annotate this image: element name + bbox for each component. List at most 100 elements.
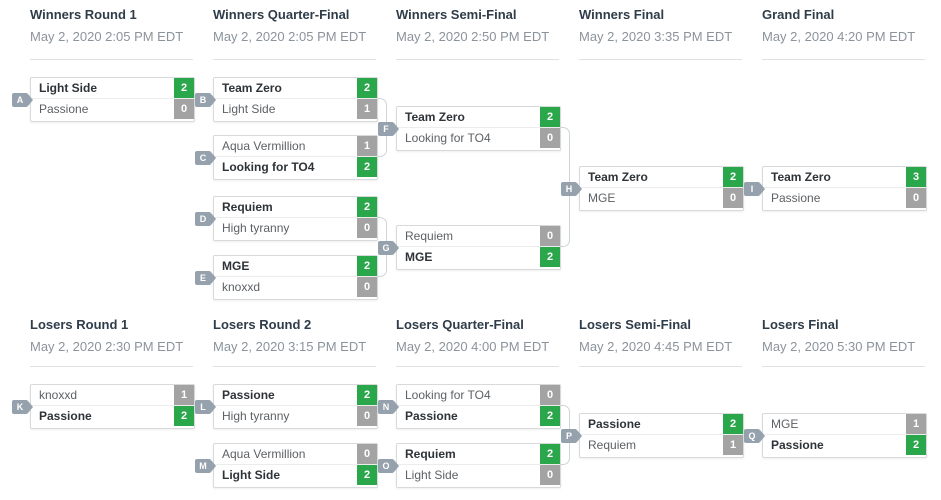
score-badge: 2 — [540, 107, 560, 127]
match-identifier-badge: M — [195, 458, 216, 473]
team-name: Passione — [588, 417, 641, 431]
connector-o-p — [559, 434, 570, 465]
team-row: Passione 2 — [31, 405, 194, 426]
round-divider — [762, 59, 925, 60]
match-identifier-badge: A — [12, 92, 33, 107]
round-date: May 2, 2020 2:05 PM EDT — [30, 29, 184, 44]
team-row: Team Zero 2 — [397, 107, 560, 127]
match-g[interactable]: G Requiem 0 MGE 2 — [378, 225, 561, 270]
team-row: Requiem 2 — [397, 444, 560, 464]
team-name: Requiem — [222, 200, 273, 214]
team-name: Passione — [405, 409, 458, 423]
team-name: Requiem — [405, 447, 456, 461]
score-badge: 2 — [174, 78, 194, 98]
match-n[interactable]: N Looking for TO4 0 Passione 2 — [378, 384, 561, 429]
score-badge: 2 — [357, 197, 377, 217]
score-badge: 2 — [357, 385, 377, 405]
match-a[interactable]: A Light Side 2 Passione 0 — [12, 77, 195, 122]
team-row: Aqua Vermillion 1 — [214, 136, 377, 156]
team-row: High tyranny 0 — [214, 217, 377, 238]
team-row: Team Zero 3 — [763, 167, 926, 187]
match-h[interactable]: H Team Zero 2 MGE 0 — [561, 166, 744, 211]
score-badge: 1 — [723, 435, 743, 455]
team-row: MGE 2 — [397, 246, 560, 267]
match-identifier-badge: D — [195, 211, 216, 226]
match-c[interactable]: C Aqua Vermillion 1 Looking for TO4 2 — [195, 135, 378, 180]
team-row: Looking for TO4 0 — [397, 385, 560, 405]
team-name: Team Zero — [588, 170, 648, 184]
match-m[interactable]: M Aqua Vermillion 0 Light Side 2 — [195, 443, 378, 488]
score-badge: 2 — [906, 435, 926, 455]
connector-f-h — [559, 127, 570, 188]
team-name: Passione — [222, 388, 275, 402]
team-name: Passione — [771, 191, 821, 205]
match-identifier-badge: K — [12, 399, 33, 414]
team-name: Passione — [771, 438, 824, 452]
team-name: Requiem — [405, 229, 454, 243]
score-badge: 0 — [540, 128, 560, 148]
header-winners-semi-final: Winners Semi-Final May 2, 2020 2:50 PM E… — [396, 7, 559, 44]
team-name: MGE — [588, 191, 616, 205]
round-title: Losers Final — [762, 317, 839, 332]
score-badge: 2 — [357, 256, 377, 276]
score-badge: 2 — [357, 465, 377, 485]
team-name: Passione — [39, 102, 89, 116]
round-date: May 2, 2020 4:00 PM EDT — [396, 339, 550, 354]
score-badge: 1 — [906, 414, 926, 434]
score-badge: 2 — [723, 414, 743, 434]
match-l[interactable]: L Passione 2 High tyranny 0 — [195, 384, 378, 429]
connector-b-f — [376, 98, 387, 128]
header-losers-quarter-final: Losers Quarter-Final May 2, 2020 4:00 PM… — [396, 317, 559, 354]
round-divider — [30, 59, 193, 60]
match-identifier-badge: L — [195, 399, 216, 414]
team-name: Team Zero — [405, 110, 465, 124]
round-date: May 2, 2020 2:50 PM EDT — [396, 29, 550, 44]
team-row: knoxxd 1 — [31, 385, 194, 405]
match-o[interactable]: O Requiem 2 Light Side 0 — [378, 443, 561, 488]
match-identifier-badge: B — [195, 92, 216, 107]
match-identifier-badge: P — [561, 428, 582, 443]
team-row: MGE 2 — [214, 256, 377, 276]
team-name: Team Zero — [222, 81, 282, 95]
match-b[interactable]: B Team Zero 2 Light Side 1 — [195, 77, 378, 122]
round-date: May 2, 2020 4:20 PM EDT — [762, 29, 916, 44]
team-row: Light Side 0 — [397, 464, 560, 485]
team-row: knoxxd 0 — [214, 276, 377, 297]
team-name: Aqua Vermillion — [222, 447, 306, 461]
match-q[interactable]: Q MGE 1 Passione 2 — [744, 413, 927, 458]
match-k[interactable]: K knoxxd 1 Passione 2 — [12, 384, 195, 429]
team-row: MGE 1 — [763, 414, 926, 434]
team-name: knoxxd — [39, 388, 78, 402]
team-row: Passione 0 — [763, 187, 926, 208]
team-name: Looking for TO4 — [405, 131, 491, 145]
team-row: Team Zero 2 — [214, 78, 377, 98]
score-badge: 0 — [723, 188, 743, 208]
score-badge: 0 — [540, 465, 560, 485]
score-badge: 0 — [174, 99, 194, 119]
score-badge: 3 — [906, 167, 926, 187]
round-title: Winners Round 1 — [30, 7, 137, 22]
match-e[interactable]: E MGE 2 knoxxd 0 — [195, 255, 378, 300]
team-name: High tyranny — [222, 409, 290, 423]
connector-d-g — [376, 217, 387, 247]
match-i[interactable]: I Team Zero 3 Passione 0 — [744, 166, 927, 211]
match-d[interactable]: D Requiem 2 High tyranny 0 — [195, 196, 378, 241]
team-name: High tyranny — [222, 221, 290, 235]
team-row: Passione 2 — [397, 405, 560, 426]
team-row: Light Side 2 — [214, 464, 377, 485]
match-f[interactable]: F Team Zero 2 Looking for TO4 0 — [378, 106, 561, 151]
match-p[interactable]: P Passione 2 Requiem 1 — [561, 413, 744, 458]
team-name: knoxxd — [222, 280, 261, 294]
round-title: Losers Round 2 — [213, 317, 312, 332]
score-badge: 2 — [357, 78, 377, 98]
match-identifier-badge: C — [195, 150, 216, 165]
score-badge: 0 — [357, 444, 377, 464]
match-identifier-badge: O — [378, 458, 399, 473]
round-date: May 2, 2020 3:35 PM EDT — [579, 29, 733, 44]
match-identifier-badge: Q — [744, 428, 765, 443]
score-badge: 2 — [357, 157, 377, 177]
connector-n-p — [559, 405, 570, 435]
round-divider — [396, 59, 559, 60]
team-name: Light Side — [39, 81, 97, 95]
round-title: Losers Round 1 — [30, 317, 129, 332]
